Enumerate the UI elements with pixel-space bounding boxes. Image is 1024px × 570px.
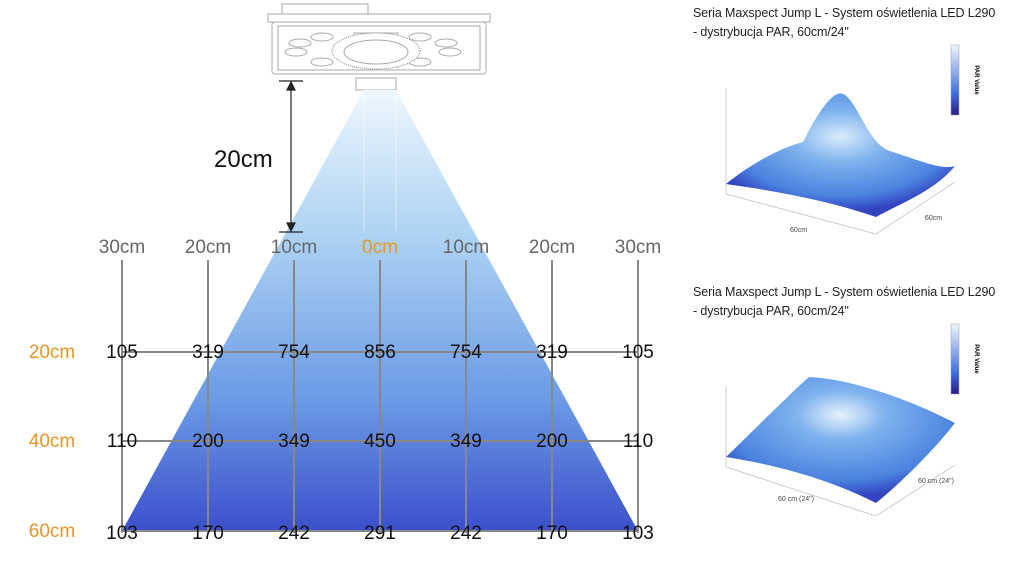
- height-dimension-arrow: [279, 80, 303, 233]
- column-distance-label: 30cm: [615, 237, 661, 258]
- chart-title-line1: Seria Maxspect Jump L - System oświetlen…: [693, 285, 996, 299]
- par-surface-chart-2: PAR Value 60 cm (24") 60 cm (24"): [725, 323, 979, 517]
- led-lamp-illustration: [267, 3, 491, 91]
- par-chart-panel-2: Seria Maxspect Jump L - System oświetlen…: [693, 283, 1013, 536]
- colorbar-label: PAR Value: [973, 65, 979, 95]
- par-value: 291: [364, 523, 396, 544]
- par-value: 103: [106, 523, 138, 544]
- column-distance-label: 10cm: [443, 237, 489, 258]
- surface: [726, 93, 955, 217]
- chart-title-line2: - dystrybucja PAR, 60cm/24": [693, 304, 849, 318]
- par-value: 170: [192, 523, 224, 544]
- par-distribution-diagram: 20cm 30cm 20cm 10cm 0cm 10cm 20cm 30cm 20cm 105 3…: [29, 3, 661, 544]
- y-axis-label: 60 cm (24"): [918, 478, 954, 485]
- par-value: 450: [364, 431, 396, 452]
- par-value: 856: [364, 342, 396, 363]
- column-distance-label: 20cm: [185, 237, 231, 258]
- par-chart-panel-1: Seria Maxspect Jump L - System oświetlen…: [693, 4, 1013, 247]
- par-value: 349: [278, 431, 310, 452]
- chart-title-line2: - dystrybucja PAR, 60cm/24": [693, 25, 849, 39]
- par-value: 170: [536, 523, 568, 544]
- par-value: 349: [450, 431, 482, 452]
- par-value: 110: [623, 431, 653, 452]
- par-value: 242: [278, 523, 310, 544]
- par-value: 319: [192, 342, 224, 363]
- column-distance-label: 20cm: [529, 237, 575, 258]
- column-distance-label: 30cm: [99, 237, 145, 258]
- row-depth-label: 60cm: [29, 521, 75, 542]
- colorbar: [950, 44, 960, 116]
- colorbar: [950, 323, 960, 395]
- par-value: 200: [192, 431, 224, 452]
- column-distance-label: 0cm: [362, 237, 398, 258]
- row-depth-label: 40cm: [29, 431, 75, 452]
- colorbar-label: PAR Value: [973, 344, 979, 374]
- par-value: 105: [622, 342, 654, 363]
- par-value: 105: [106, 342, 138, 363]
- x-axis-label: 60 cm (24"): [778, 496, 814, 503]
- height-label: 20cm: [214, 146, 273, 173]
- x-axis-label: 60cm: [790, 227, 807, 234]
- par-value: 754: [278, 342, 310, 363]
- chart-title-line1: Seria Maxspect Jump L - System oświetlen…: [693, 6, 996, 20]
- row-depth-label: 20cm: [29, 342, 75, 363]
- par-value: 103: [622, 523, 654, 544]
- par-value: 754: [450, 342, 482, 363]
- measurement-grid: [121, 260, 639, 533]
- y-axis-label: 60cm: [925, 215, 942, 222]
- par-value: 242: [450, 523, 482, 544]
- par-surface-chart-1: PAR Value 60cm 60cm: [725, 44, 979, 235]
- column-distance-label: 10cm: [271, 237, 317, 258]
- par-value: 319: [536, 342, 568, 363]
- par-value: 110: [107, 431, 137, 452]
- surface: [726, 377, 955, 503]
- par-value: 200: [536, 431, 568, 452]
